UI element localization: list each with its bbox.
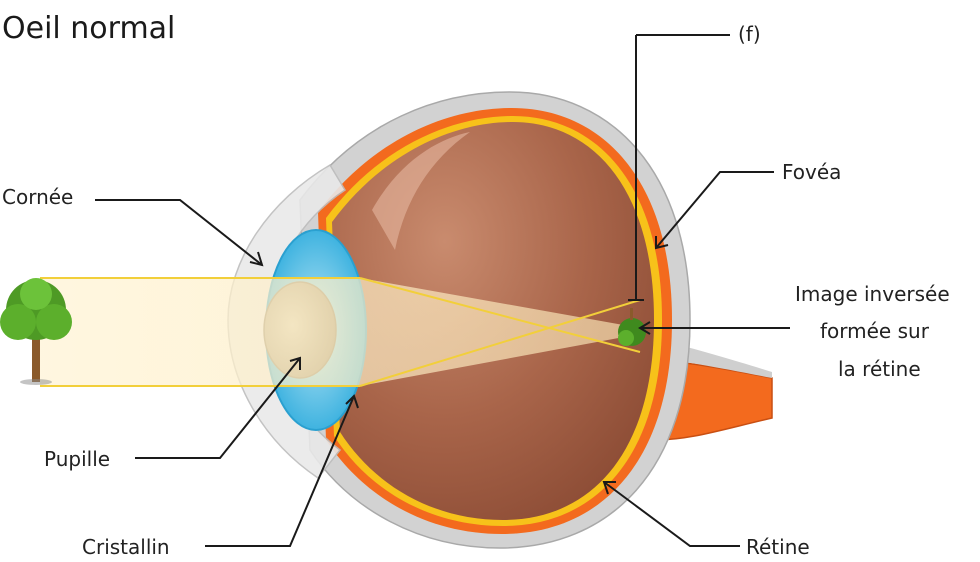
label-image-line1: Image inversée	[795, 282, 950, 306]
light-beam	[40, 278, 640, 386]
inverted-tree-icon	[618, 308, 646, 346]
label-pupil: Pupille	[44, 447, 110, 471]
leader-lines	[95, 171, 790, 547]
diagram-title: Oeil normal	[2, 11, 175, 46]
label-cornea: Cornée	[2, 185, 73, 209]
ray-converge-bottom	[359, 299, 641, 387]
vitreous-highlight	[372, 132, 470, 250]
label-image-line2: formée sur	[820, 319, 930, 343]
label-image-line3: la rétine	[838, 357, 921, 381]
label-fovea: Fovéa	[782, 160, 841, 184]
tree-icon	[0, 278, 72, 385]
ray-converge-top	[359, 277, 641, 353]
label-lens: Cristallin	[82, 535, 170, 559]
label-retina: Rétine	[746, 535, 810, 559]
label-focal: (f)	[738, 22, 761, 46]
